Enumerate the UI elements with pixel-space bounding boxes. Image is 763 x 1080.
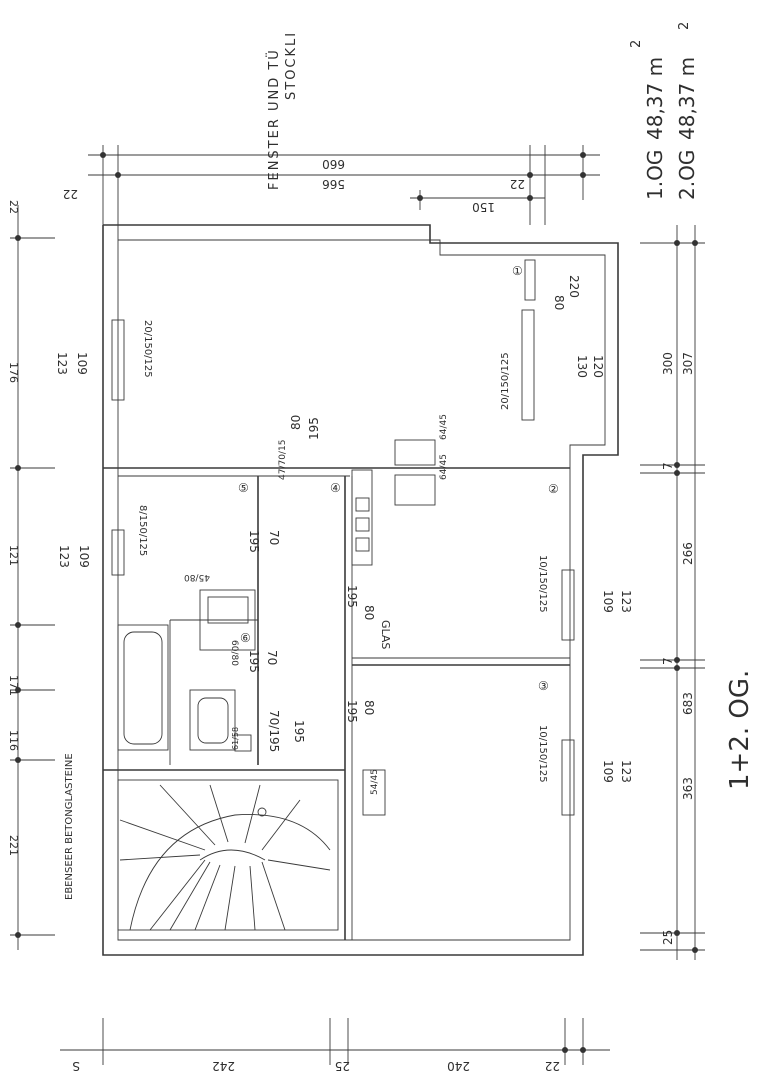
win-left-mid-h1: 109 xyxy=(77,545,91,568)
dim-left-121: 121 xyxy=(7,545,20,566)
right-dimension-chain xyxy=(640,225,705,960)
door-80c: 80 xyxy=(362,700,376,715)
header-note-2: STOCKLI xyxy=(284,31,299,100)
win-right-top-h1: 130 xyxy=(575,355,589,378)
win-right-top: 20/150/125 xyxy=(500,352,511,410)
dim-bottom-22: 22 xyxy=(545,1059,560,1073)
interior-walls xyxy=(103,467,570,940)
fixture-label-3: 45/80 xyxy=(184,572,210,582)
dim-left-116: 116 xyxy=(7,730,20,751)
area-og2-label: 2.OG xyxy=(675,150,699,200)
header-note-1: FENSTER UND TÜ xyxy=(265,48,282,190)
dim-top-22a: 22 xyxy=(63,187,78,201)
area-og2-unit: 2 xyxy=(677,22,692,30)
dim-right-266: 266 xyxy=(681,542,695,565)
dim-top-566: 566 xyxy=(322,177,345,191)
win-left-mid-h2: 123 xyxy=(57,545,71,568)
top-dimension-chain xyxy=(88,145,600,250)
fixture-label-6: 61/58 xyxy=(231,727,240,750)
outer-walls xyxy=(102,224,619,956)
bottom-dimension-chain xyxy=(60,1018,610,1065)
dim-bottom-25: 25 xyxy=(335,1059,350,1073)
room-number-2: ② xyxy=(548,482,559,496)
win-right-low: 10/150/125 xyxy=(537,725,548,783)
door-80: 80 xyxy=(289,415,303,430)
win-right-low-h2: 123 xyxy=(619,760,633,783)
dim-left-171: 171 xyxy=(7,675,20,696)
dim-right-300: 300 xyxy=(661,352,675,375)
dim-right-307: 307 xyxy=(681,352,695,375)
win-right-small2: 220 xyxy=(567,275,581,298)
win-left-top: 20/150/125 xyxy=(142,320,153,378)
fixture-label-5: 54/45 xyxy=(370,769,380,795)
area-og1-label: 1.OG xyxy=(643,150,667,200)
win-left-top-h1: 109 xyxy=(75,352,89,375)
room-number-4: ④ xyxy=(330,481,341,495)
area-og1-unit: 2 xyxy=(629,40,644,48)
door-7095: 70/195 xyxy=(267,710,281,752)
dim-right-7a: 7 xyxy=(661,462,675,470)
dim-left-221: 221 xyxy=(7,835,20,856)
win-left-mid: 8/150/125 xyxy=(137,505,148,556)
win-right-low-h1: 109 xyxy=(601,760,615,783)
door-195f: 195 xyxy=(292,720,306,743)
door-195c: 195 xyxy=(345,585,359,608)
door-glas: GLAS xyxy=(379,620,392,649)
door-195e: 195 xyxy=(345,700,359,723)
door-47: 47/70/15 xyxy=(278,440,288,480)
left-dimension-chain xyxy=(10,205,55,950)
staircase xyxy=(117,779,339,931)
dim-right-363: 363 xyxy=(681,777,695,800)
dim-top-22b: 22 xyxy=(510,177,525,191)
dim-right-7b: 7 xyxy=(661,657,675,665)
dim-top-150: 150 xyxy=(472,200,495,214)
win-right-mid-h2: 123 xyxy=(619,590,633,613)
room-number-6: ⑥ xyxy=(240,631,251,645)
win-right-top-h2: 120 xyxy=(591,355,605,378)
dim-bottom-242: 242 xyxy=(212,1059,235,1073)
dim-left-176: 176 xyxy=(7,362,20,383)
win-right-small1: 80 xyxy=(552,295,566,310)
floor-title: 1+2. OG. xyxy=(725,670,755,790)
fixtures xyxy=(117,439,436,816)
door-70a: 70 xyxy=(267,530,281,545)
door-195b: 195 xyxy=(247,530,261,553)
stair-note: EBENSEER BETONGLASTEINE xyxy=(64,753,75,900)
door-195d: 195 xyxy=(247,650,261,673)
win-left-top-h2: 123 xyxy=(55,352,69,375)
area-og1-value: 48,37 m xyxy=(643,57,667,140)
dim-right-683: 683 xyxy=(681,692,695,715)
fixture-label-1: 64/45 xyxy=(439,414,449,440)
dim-left-22: 22 xyxy=(7,200,20,214)
fixture-label-2: 64/45 xyxy=(439,454,449,480)
dim-bottom-s: S xyxy=(72,1059,80,1073)
room-number-3: ③ xyxy=(538,679,549,693)
room-number-1: ① xyxy=(512,264,523,278)
win-right-mid-h1: 109 xyxy=(601,590,615,613)
dim-bottom-240: 240 xyxy=(447,1059,470,1073)
win-right-mid: 10/150/125 xyxy=(537,555,548,613)
window-symbols xyxy=(111,259,575,816)
dim-top-660: 660 xyxy=(322,157,345,171)
door-70b: 70 xyxy=(265,650,279,665)
dim-right-25: 25 xyxy=(661,930,675,945)
area-og2-value: 48,37 m xyxy=(675,57,699,140)
room-number-5: ⑤ xyxy=(238,481,249,495)
fixture-label-4: 60/80 xyxy=(229,640,239,666)
door-80b: 80 xyxy=(362,605,376,620)
door-195: 195 xyxy=(307,417,321,440)
